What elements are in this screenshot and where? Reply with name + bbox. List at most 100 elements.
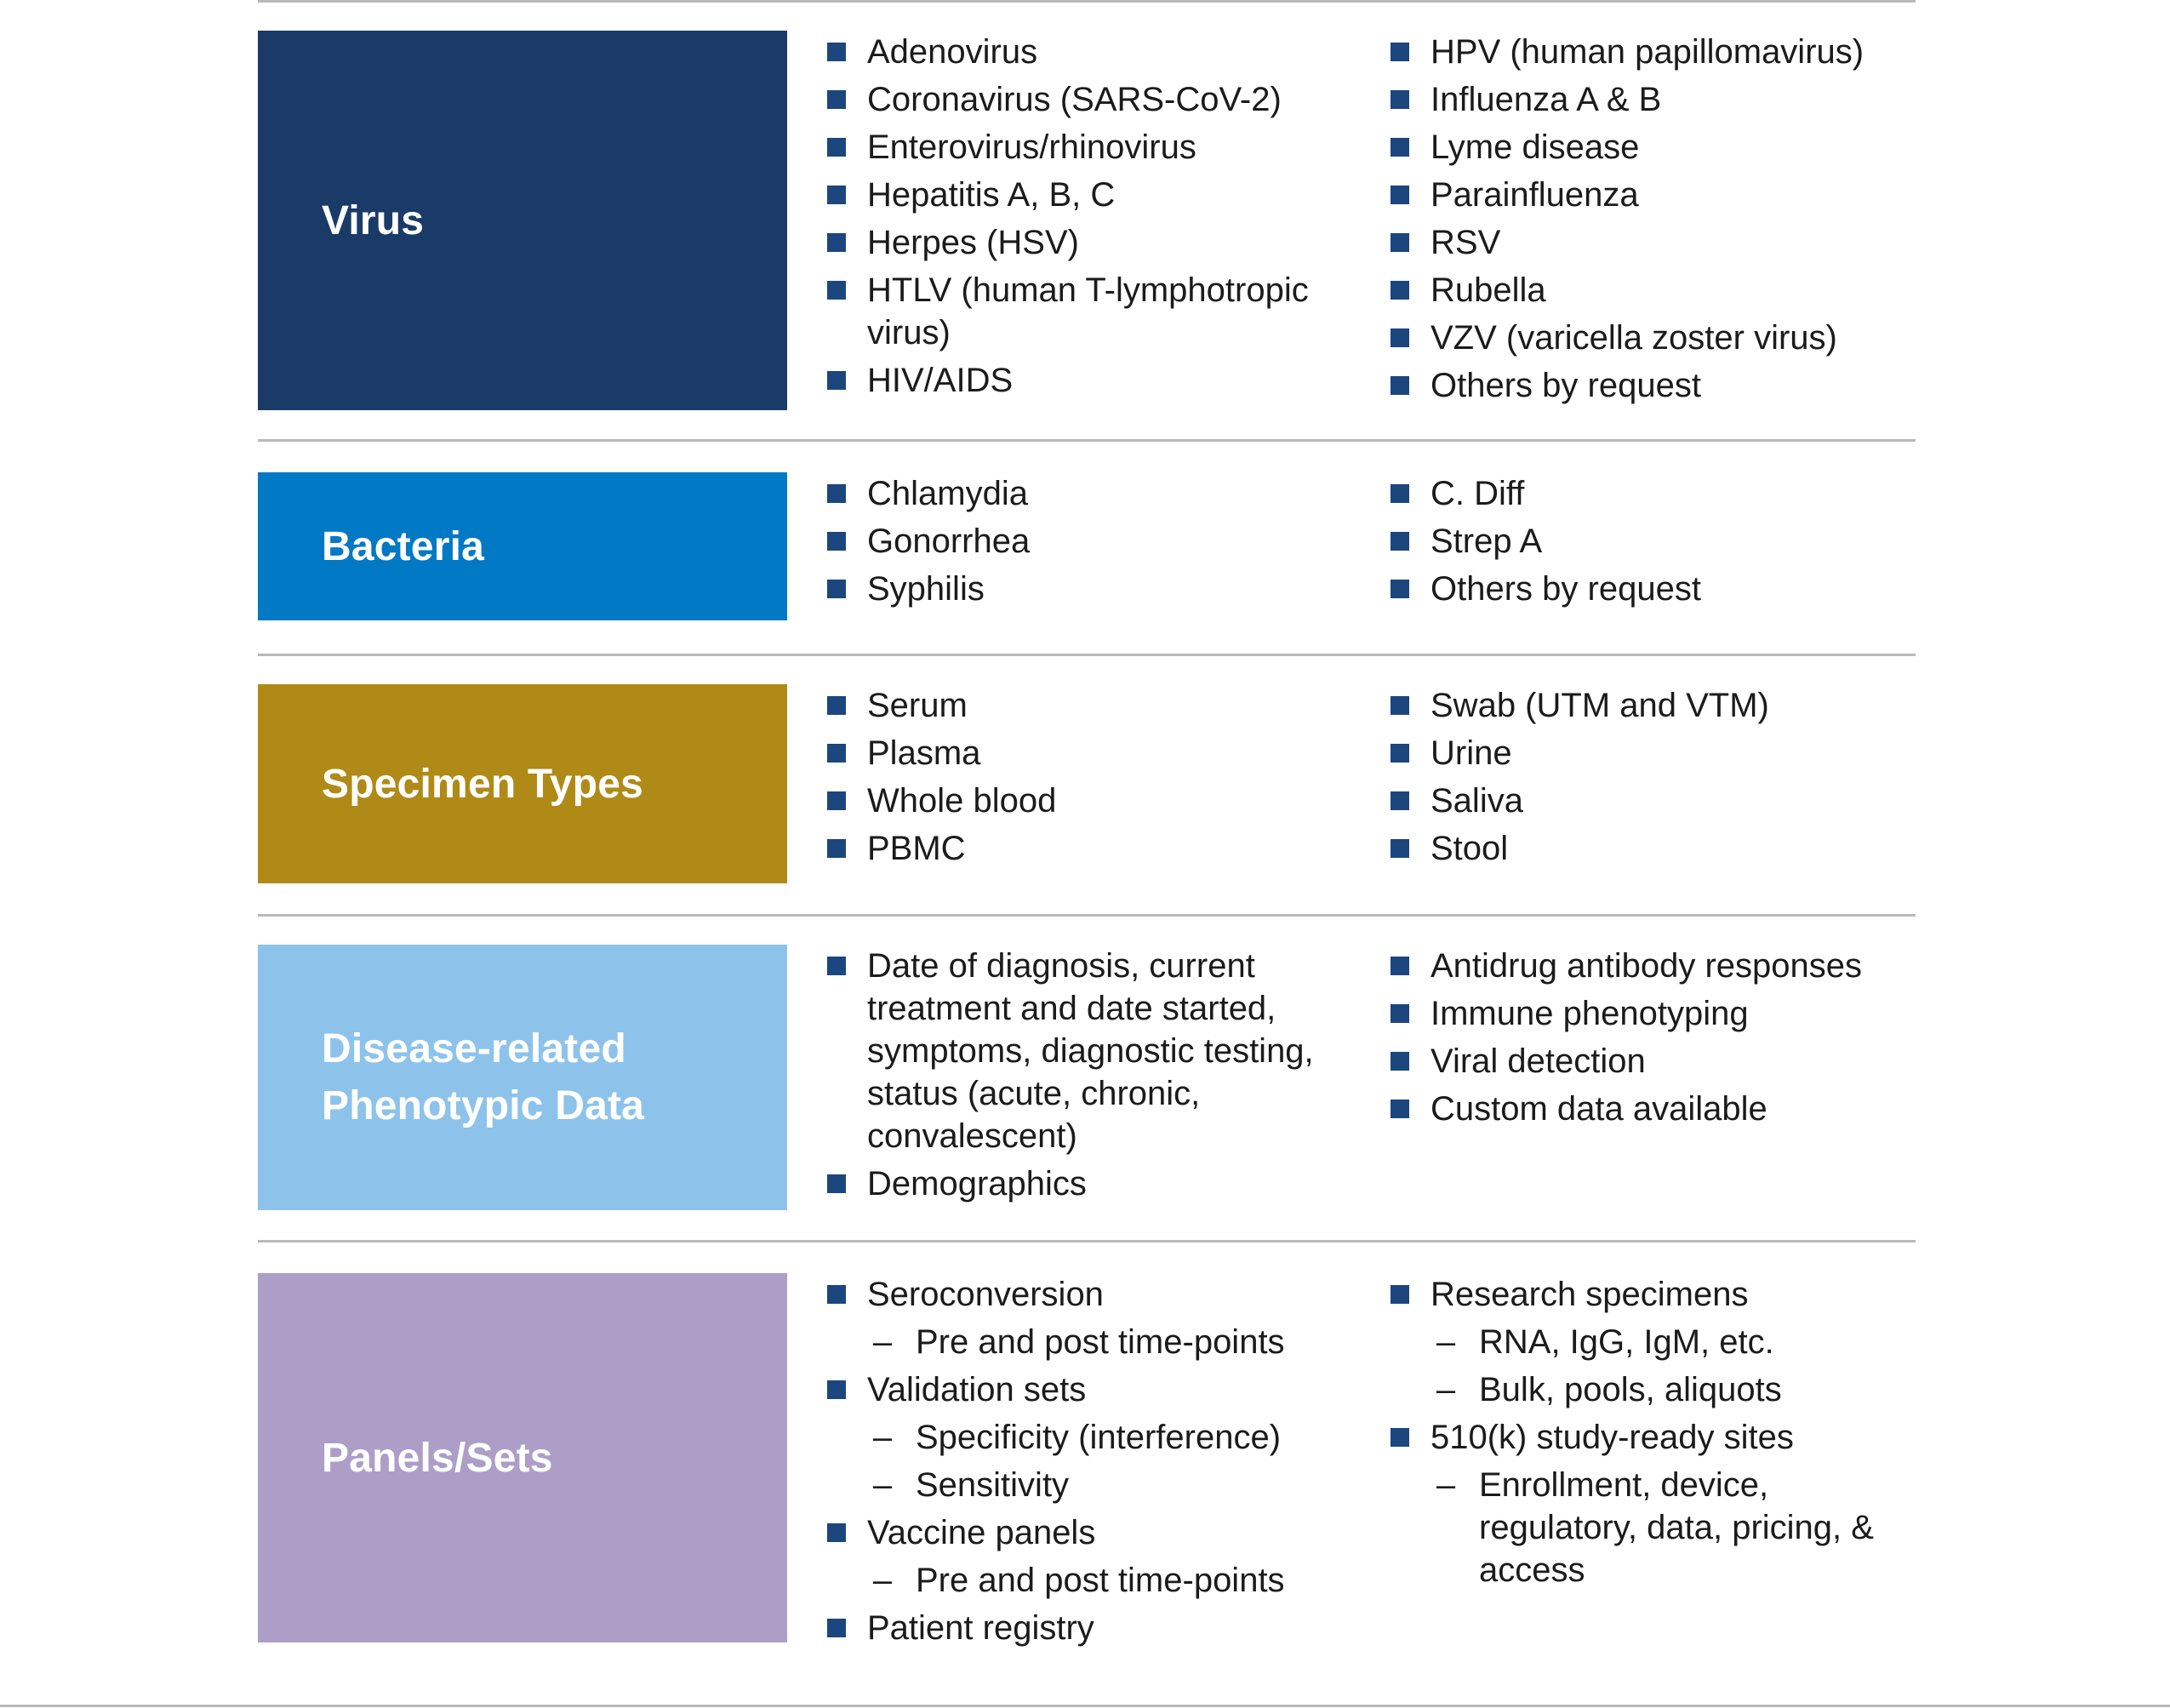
- bottom-divider: [0, 1705, 2170, 1707]
- list-item: Research specimens: [1391, 1273, 1918, 1316]
- list-item-text: Adenovirus: [867, 33, 1038, 71]
- list-item: Serum: [827, 684, 1372, 727]
- square-bullet-icon: [827, 1619, 846, 1637]
- list-item: Parainfluenza: [1391, 174, 1918, 216]
- list-item-text: 510(k) study-ready sites: [1430, 1419, 1794, 1456]
- category-label-bacteria: Bacteria: [258, 472, 787, 620]
- list-item-text: Whole blood: [867, 782, 1057, 820]
- list-item: PBMC: [827, 827, 1372, 870]
- list-item-text: Date of diagnosis, current treatment and…: [867, 947, 1314, 1155]
- list-item-text: Seroconversion: [867, 1276, 1104, 1313]
- list-item-text: Swab (UTM and VTM): [1430, 687, 1769, 724]
- list-item: Influenza A & B: [1391, 78, 1918, 121]
- category-title-line: Bacteria: [322, 523, 485, 569]
- square-bullet-icon: [1391, 484, 1409, 503]
- sub-list-item: –Enrollment, device, regulatory, data, p…: [1391, 1464, 1918, 1591]
- list-item: RSV: [1391, 221, 1918, 264]
- list-item: Swab (UTM and VTM): [1391, 684, 1918, 727]
- square-bullet-icon: [827, 1285, 846, 1304]
- category-label-specimen-types: Specimen Types: [258, 684, 787, 883]
- dash-marker: –: [1436, 1371, 1456, 1408]
- list-item-text: Enrollment, device, regulatory, data, pr…: [1479, 1466, 1874, 1589]
- list-item: Coronavirus (SARS-CoV-2): [827, 78, 1372, 121]
- list-item: Immune phenotyping: [1391, 992, 1918, 1035]
- dash-marker: –: [1436, 1323, 1456, 1361]
- square-bullet-icon: [1391, 1100, 1409, 1118]
- list-item-text: Others by request: [1430, 570, 1701, 608]
- category-label-phenotypic-data: Disease-related Phenotypic Data: [258, 945, 787, 1210]
- list-item: 510(k) study-ready sites: [1391, 1416, 1918, 1459]
- list-item-text: RSV: [1430, 224, 1501, 261]
- list-item: Vaccine panels: [827, 1511, 1372, 1554]
- row-divider: [258, 654, 1916, 656]
- list-item-text: Research specimens: [1430, 1276, 1749, 1313]
- list-item-text: RNA, IgG, IgM, etc.: [1479, 1323, 1774, 1361]
- list-item: Adenovirus: [827, 31, 1372, 73]
- square-bullet-icon: [1391, 43, 1409, 61]
- list-item: Gonorrhea: [827, 520, 1372, 563]
- dash-marker: –: [1436, 1466, 1456, 1504]
- square-bullet-icon: [1391, 1052, 1409, 1071]
- category-title-line: Disease-related: [322, 1026, 626, 1071]
- list-item: Urine: [1391, 732, 1918, 774]
- list-item-text: Sensitivity: [916, 1466, 1070, 1504]
- category-title-line: Phenotypic Data: [322, 1083, 645, 1128]
- list-item: Plasma: [827, 732, 1372, 774]
- square-bullet-icon: [1391, 1004, 1409, 1023]
- row-divider: [258, 914, 1916, 917]
- row-divider: [258, 1240, 1916, 1242]
- list-item-text: Validation sets: [867, 1371, 1087, 1408]
- list-item: Seroconversion: [827, 1273, 1372, 1316]
- square-bullet-icon: [1391, 328, 1409, 347]
- list-item: Syphilis: [827, 568, 1372, 610]
- square-bullet-icon: [1391, 744, 1409, 763]
- square-bullet-icon: [1391, 532, 1409, 551]
- list-item-text: Patient registry: [867, 1609, 1094, 1647]
- list-item-text: C. Diff: [1430, 475, 1525, 512]
- list-item-text: Saliva: [1430, 782, 1523, 820]
- category-title: Specimen Types: [322, 756, 643, 813]
- list-item: Antidrug antibody responses: [1391, 945, 1918, 987]
- list-item: Chlamydia: [827, 472, 1372, 515]
- panels-list-right: Research specimens–RNA, IgG, IgM, etc.–B…: [1391, 1273, 1918, 1597]
- dash-marker: –: [872, 1466, 893, 1504]
- list-item: Date of diagnosis, current treatment and…: [827, 945, 1372, 1157]
- sub-list-item: –Specificity (interference): [827, 1416, 1372, 1459]
- list-item-text: Plasma: [867, 734, 981, 772]
- sub-list-item: –Bulk, pools, aliquots: [1391, 1368, 1918, 1411]
- square-bullet-icon: [827, 371, 846, 390]
- list-item: Herpes (HSV): [827, 221, 1372, 264]
- list-item-text: Gonorrhea: [867, 523, 1031, 560]
- list-item-text: Chlamydia: [867, 475, 1028, 512]
- list-item: Hepatitis A, B, C: [827, 174, 1372, 216]
- list-item-text: Custom data available: [1430, 1090, 1767, 1128]
- list-item-text: Influenza A & B: [1430, 81, 1662, 118]
- category-title: Disease-related Phenotypic Data: [322, 1020, 644, 1134]
- list-item-text: Vaccine panels: [867, 1514, 1096, 1551]
- square-bullet-icon: [1391, 281, 1409, 300]
- list-item-text: Viral detection: [1430, 1043, 1646, 1080]
- list-item: C. Diff: [1391, 472, 1918, 515]
- list-item-text: Lyme disease: [1430, 129, 1640, 166]
- list-item: Saliva: [1391, 780, 1918, 822]
- list-item-text: Pre and post time-points: [916, 1562, 1285, 1599]
- phenotypic-list-left: Date of diagnosis, current treatment and…: [827, 945, 1372, 1210]
- virus-list-right: HPV (human papillomavirus)Influenza A & …: [1391, 31, 1918, 412]
- square-bullet-icon: [1391, 1428, 1409, 1447]
- list-item-text: Enterovirus/rhinovirus: [867, 129, 1196, 166]
- list-item: Viral detection: [1391, 1040, 1918, 1082]
- square-bullet-icon: [827, 1380, 846, 1399]
- list-item-text: Bulk, pools, aliquots: [1479, 1371, 1782, 1408]
- square-bullet-icon: [1391, 839, 1409, 858]
- square-bullet-icon: [1391, 90, 1409, 109]
- square-bullet-icon: [827, 580, 846, 598]
- list-item-text: Pre and post time-points: [916, 1323, 1285, 1361]
- square-bullet-icon: [827, 839, 846, 858]
- list-item: VZV (varicella zoster virus): [1391, 317, 1918, 359]
- sub-list-item: –Pre and post time-points: [827, 1321, 1372, 1363]
- category-title: Panels/Sets: [322, 1430, 553, 1487]
